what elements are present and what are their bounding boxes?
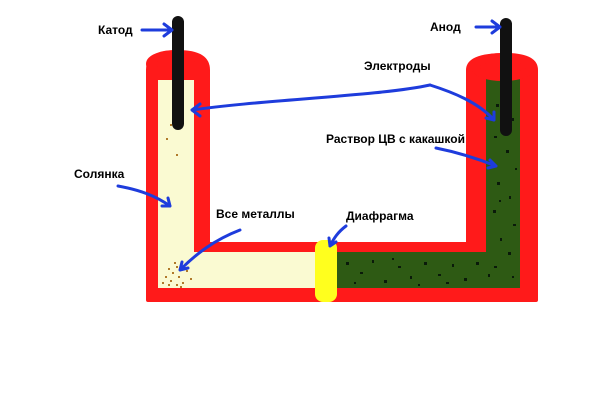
diaphragm bbox=[315, 240, 337, 302]
arrow-anode bbox=[474, 19, 502, 35]
arrow-cathode bbox=[140, 22, 174, 38]
label-metals: Все металлы bbox=[216, 207, 295, 221]
metals-sediment bbox=[162, 124, 192, 288]
arrow-hcl bbox=[116, 184, 172, 208]
label-electrodes: Электроды bbox=[364, 59, 431, 73]
label-anode: Анод bbox=[430, 20, 461, 34]
annotation-arrows bbox=[116, 19, 502, 272]
arrow-solution bbox=[434, 146, 498, 170]
arrow-metals bbox=[178, 228, 242, 272]
label-diaphragm: Диафрагма bbox=[346, 209, 414, 223]
arrow-diaphragm bbox=[327, 224, 348, 248]
right-liquid bbox=[336, 78, 520, 288]
arrow-electrodes-left bbox=[190, 83, 432, 118]
label-solution: Раствор ЦВ с какашкой bbox=[326, 132, 465, 146]
label-hcl: Солянка bbox=[74, 167, 125, 181]
label-cathode: Катод bbox=[98, 23, 133, 37]
arrow-electrodes-right bbox=[428, 83, 496, 122]
